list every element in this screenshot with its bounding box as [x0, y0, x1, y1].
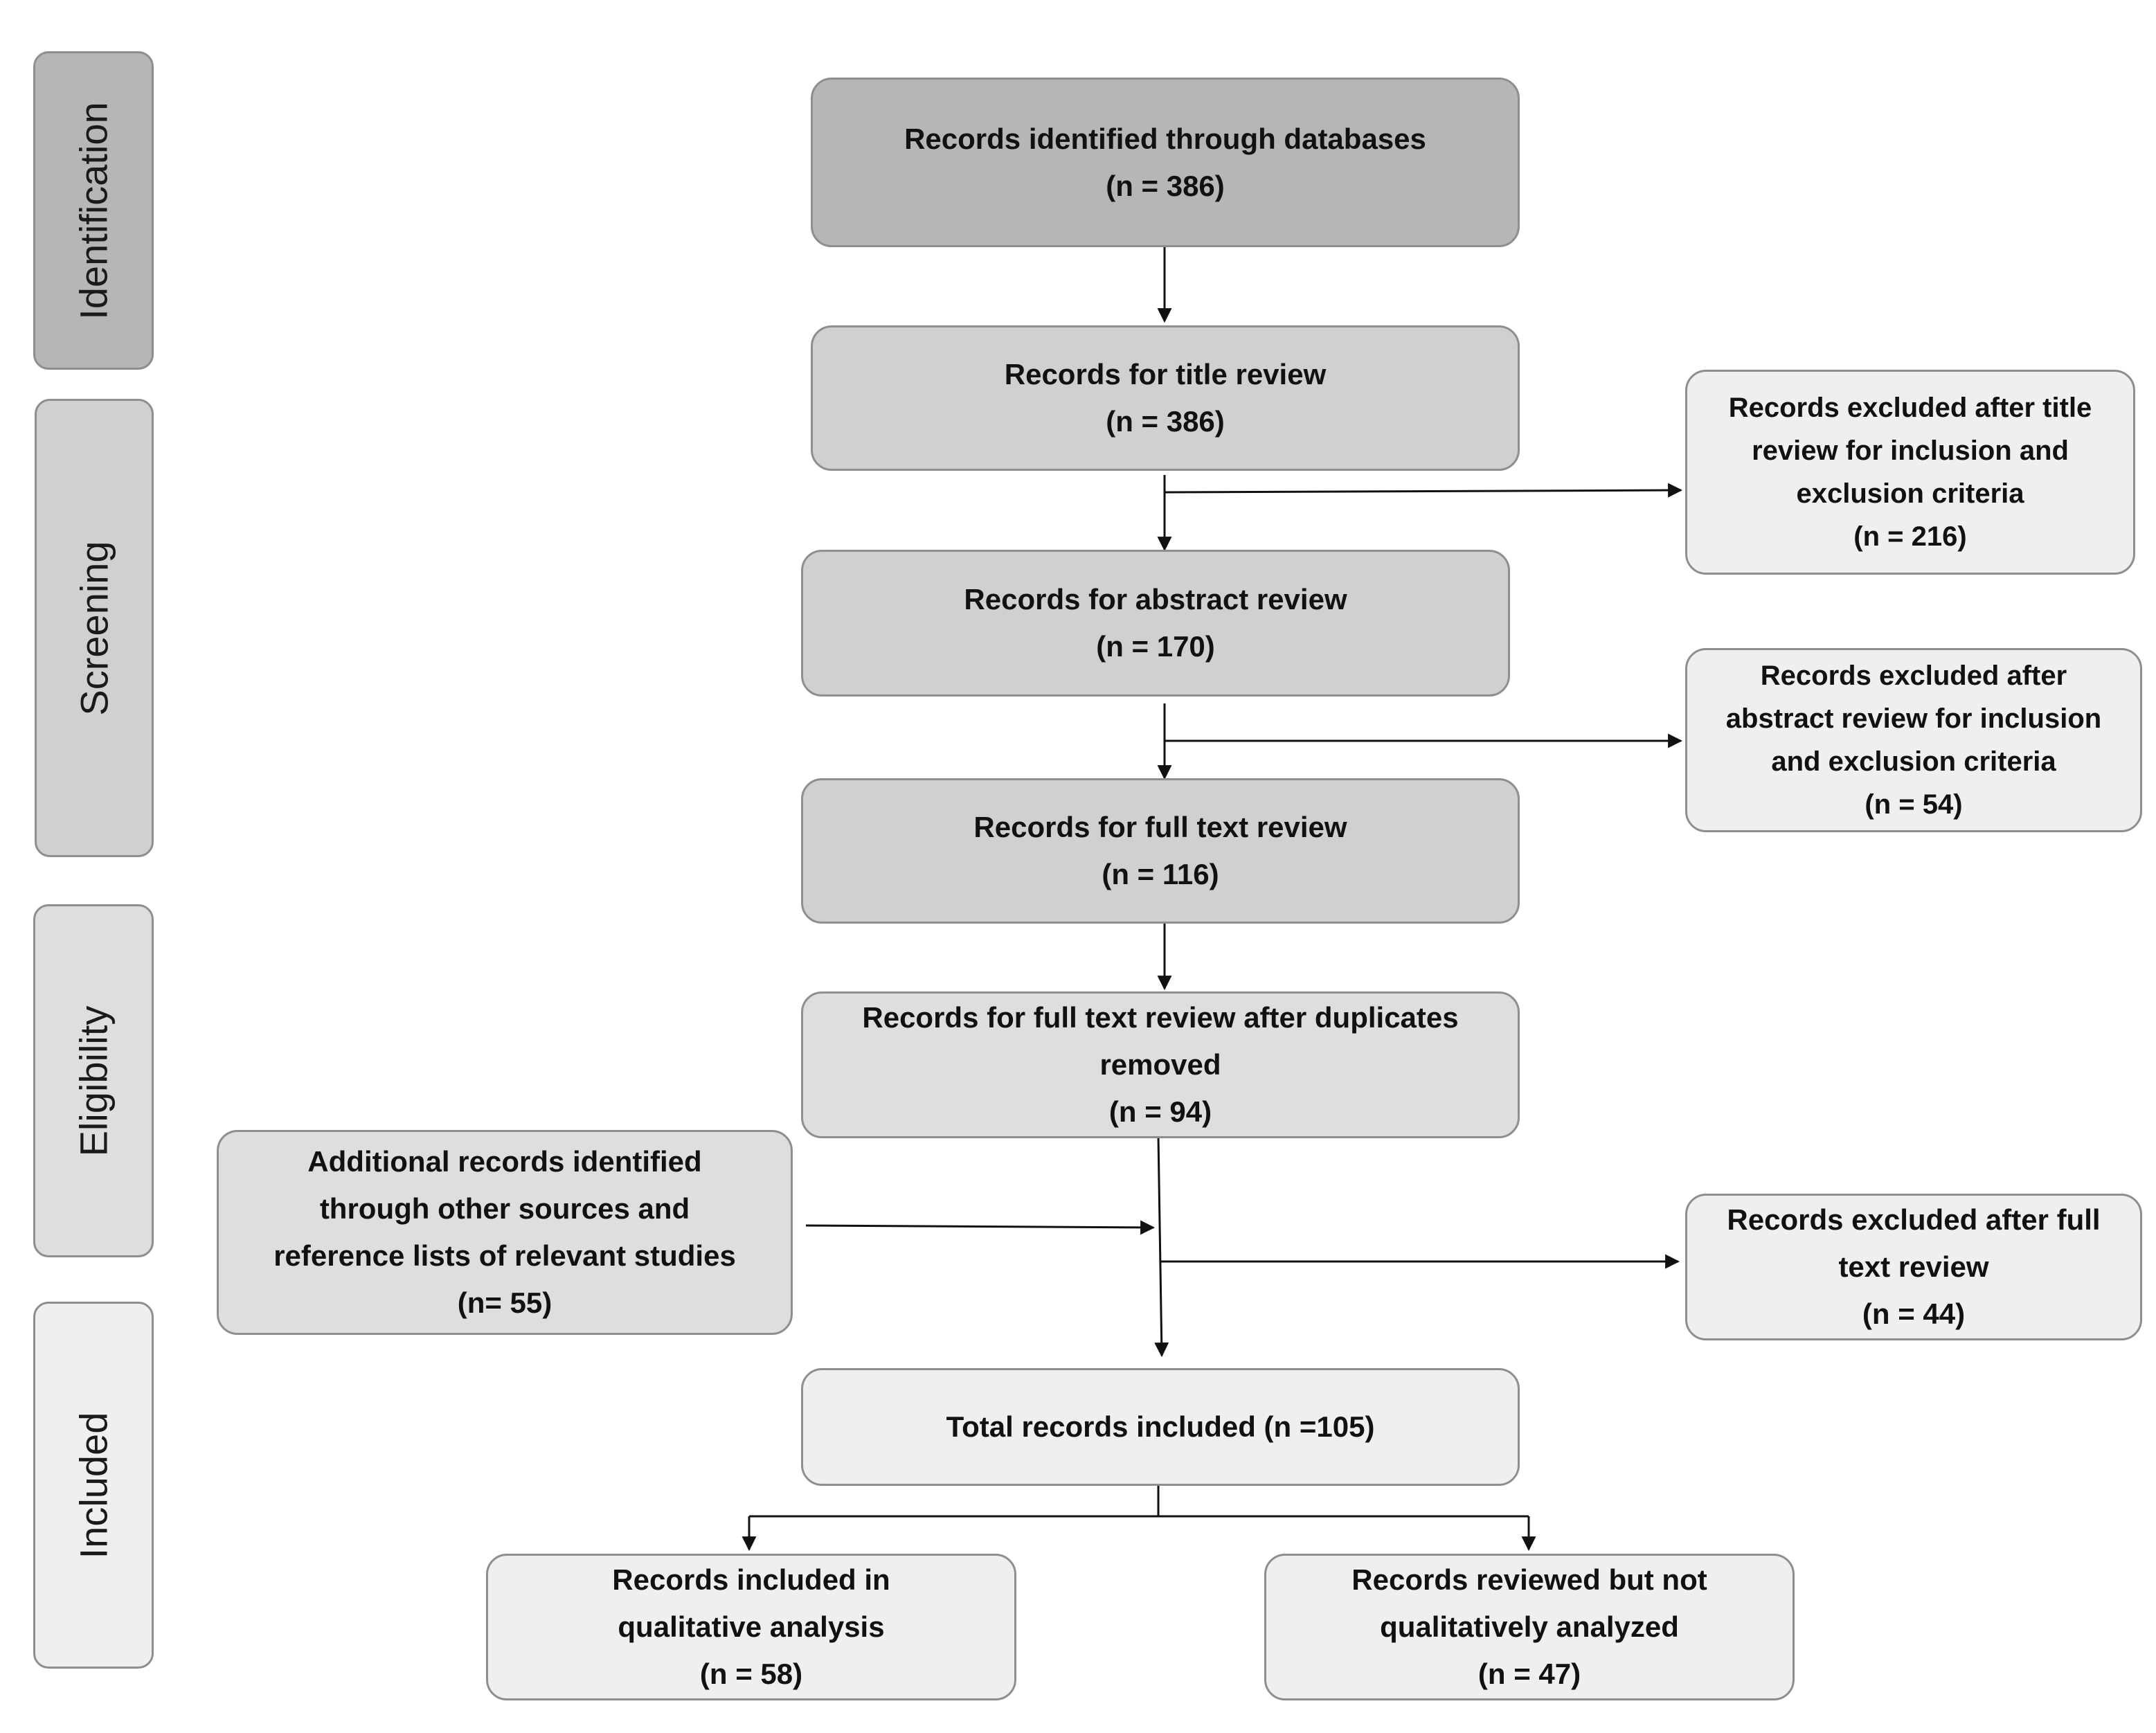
- box-count: (n = 44): [1862, 1297, 1966, 1330]
- box-text: review for inclusion and: [1752, 436, 2069, 466]
- box-text: Records for title review: [1004, 358, 1327, 390]
- box-qualitative-analysis: Records included in qualitative analysis…: [486, 1554, 1016, 1700]
- box-text: Records for abstract review: [964, 583, 1347, 616]
- box-count: (n = 54): [1865, 789, 1963, 820]
- arrow-to-excluded-title: [1164, 483, 1683, 498]
- box-text: removed: [1099, 1048, 1221, 1081]
- box-text: qualitative analysis: [618, 1610, 885, 1643]
- box-excluded-full-text: Records excluded after full text review …: [1685, 1194, 2142, 1340]
- box-text: Records reviewed but not: [1351, 1563, 1707, 1596]
- box-text: Records excluded after full: [1727, 1203, 2101, 1236]
- box-title-review: Records for title review (n = 386): [811, 325, 1520, 471]
- box-count: (n = 58): [699, 1658, 803, 1690]
- phase-identification: Identification: [33, 51, 154, 370]
- phase-eligibility: Eligibility: [33, 904, 154, 1257]
- box-full-text-review: Records for full text review (n = 116): [801, 778, 1520, 924]
- box-text: Records excluded after: [1760, 661, 2067, 691]
- box-text: Records identified through databases: [904, 122, 1426, 155]
- box-text: Records excluded after title: [1728, 393, 2092, 423]
- box-text: exclusion criteria: [1796, 478, 2024, 509]
- box-text: Total records included (n =105): [946, 1410, 1375, 1443]
- box-excluded-abstract: Records excluded after abstract review f…: [1685, 648, 2142, 832]
- box-text: Records for full text review: [973, 811, 1347, 843]
- box-abstract-review: Records for abstract review (n = 170): [801, 550, 1510, 697]
- box-total-included: Total records included (n =105): [801, 1368, 1520, 1486]
- phase-label-eligibility: Eligibility: [71, 1005, 116, 1156]
- phase-label-screening: Screening: [72, 540, 116, 716]
- box-records-identified: Records identified through databases (n …: [811, 78, 1520, 247]
- arrow-duplicates-to-total: [1154, 1135, 1169, 1358]
- box-text: qualitatively analyzed: [1380, 1610, 1679, 1643]
- box-text: Additional records identified: [307, 1145, 702, 1178]
- box-text: Records for full text review after dupli…: [862, 1001, 1459, 1034]
- box-text: text review: [1838, 1250, 1989, 1283]
- box-text: through other sources and: [319, 1192, 690, 1225]
- box-not-analyzed: Records reviewed but not qualitatively a…: [1264, 1554, 1795, 1700]
- box-text: Records included in: [612, 1563, 890, 1596]
- phase-label-identification: Identification: [71, 101, 116, 320]
- box-after-duplicates: Records for full text review after dupli…: [801, 991, 1520, 1138]
- box-excluded-title: Records excluded after title review for …: [1685, 370, 2135, 575]
- box-count: (n = 47): [1477, 1658, 1581, 1690]
- box-count: (n = 116): [1102, 858, 1219, 890]
- box-count: (n = 170): [1096, 630, 1215, 663]
- box-text: and exclusion criteria: [1771, 746, 2056, 777]
- box-count: (n= 55): [457, 1286, 553, 1319]
- phase-included: Included: [33, 1302, 154, 1669]
- box-text: abstract review for inclusion: [1725, 703, 2102, 734]
- phase-screening: Screening: [35, 399, 154, 857]
- box-count: (n = 386): [1106, 169, 1225, 202]
- box-count: (n = 94): [1108, 1095, 1212, 1128]
- box-count: (n = 386): [1106, 405, 1225, 438]
- arrow-additional-to-main: [805, 1220, 1156, 1235]
- box-count: (n = 216): [1853, 521, 1967, 552]
- box-text: reference lists of relevant studies: [273, 1239, 736, 1272]
- box-additional-records: Additional records identified through ot…: [217, 1130, 793, 1335]
- phase-label-included: Included: [71, 1412, 116, 1559]
